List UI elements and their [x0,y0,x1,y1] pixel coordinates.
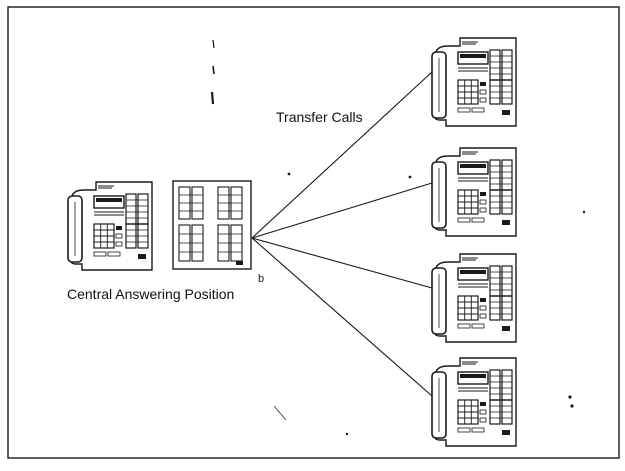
transfer-calls-label: Transfer Calls [276,109,363,125]
connection-line [251,237,433,397]
desk-telephone-icon [431,147,517,237]
desk-telephone-icon [431,253,517,343]
central-answering-position: b [67,180,264,285]
desk-telephone-icon [431,357,517,447]
scan-marks [210,39,586,436]
connection-line [251,71,433,239]
diagram-frame [7,6,620,459]
extension-telephones [431,37,517,447]
key-expansion-module-icon [172,180,252,270]
svg-text:b: b [258,273,264,285]
central-answering-position-label: Central Answering Position [67,286,235,302]
desk-telephone-icon [67,181,153,271]
connection-line [251,182,433,239]
connection-line [251,237,433,289]
transfer-lines [251,71,433,397]
desk-telephone-icon [431,37,517,127]
